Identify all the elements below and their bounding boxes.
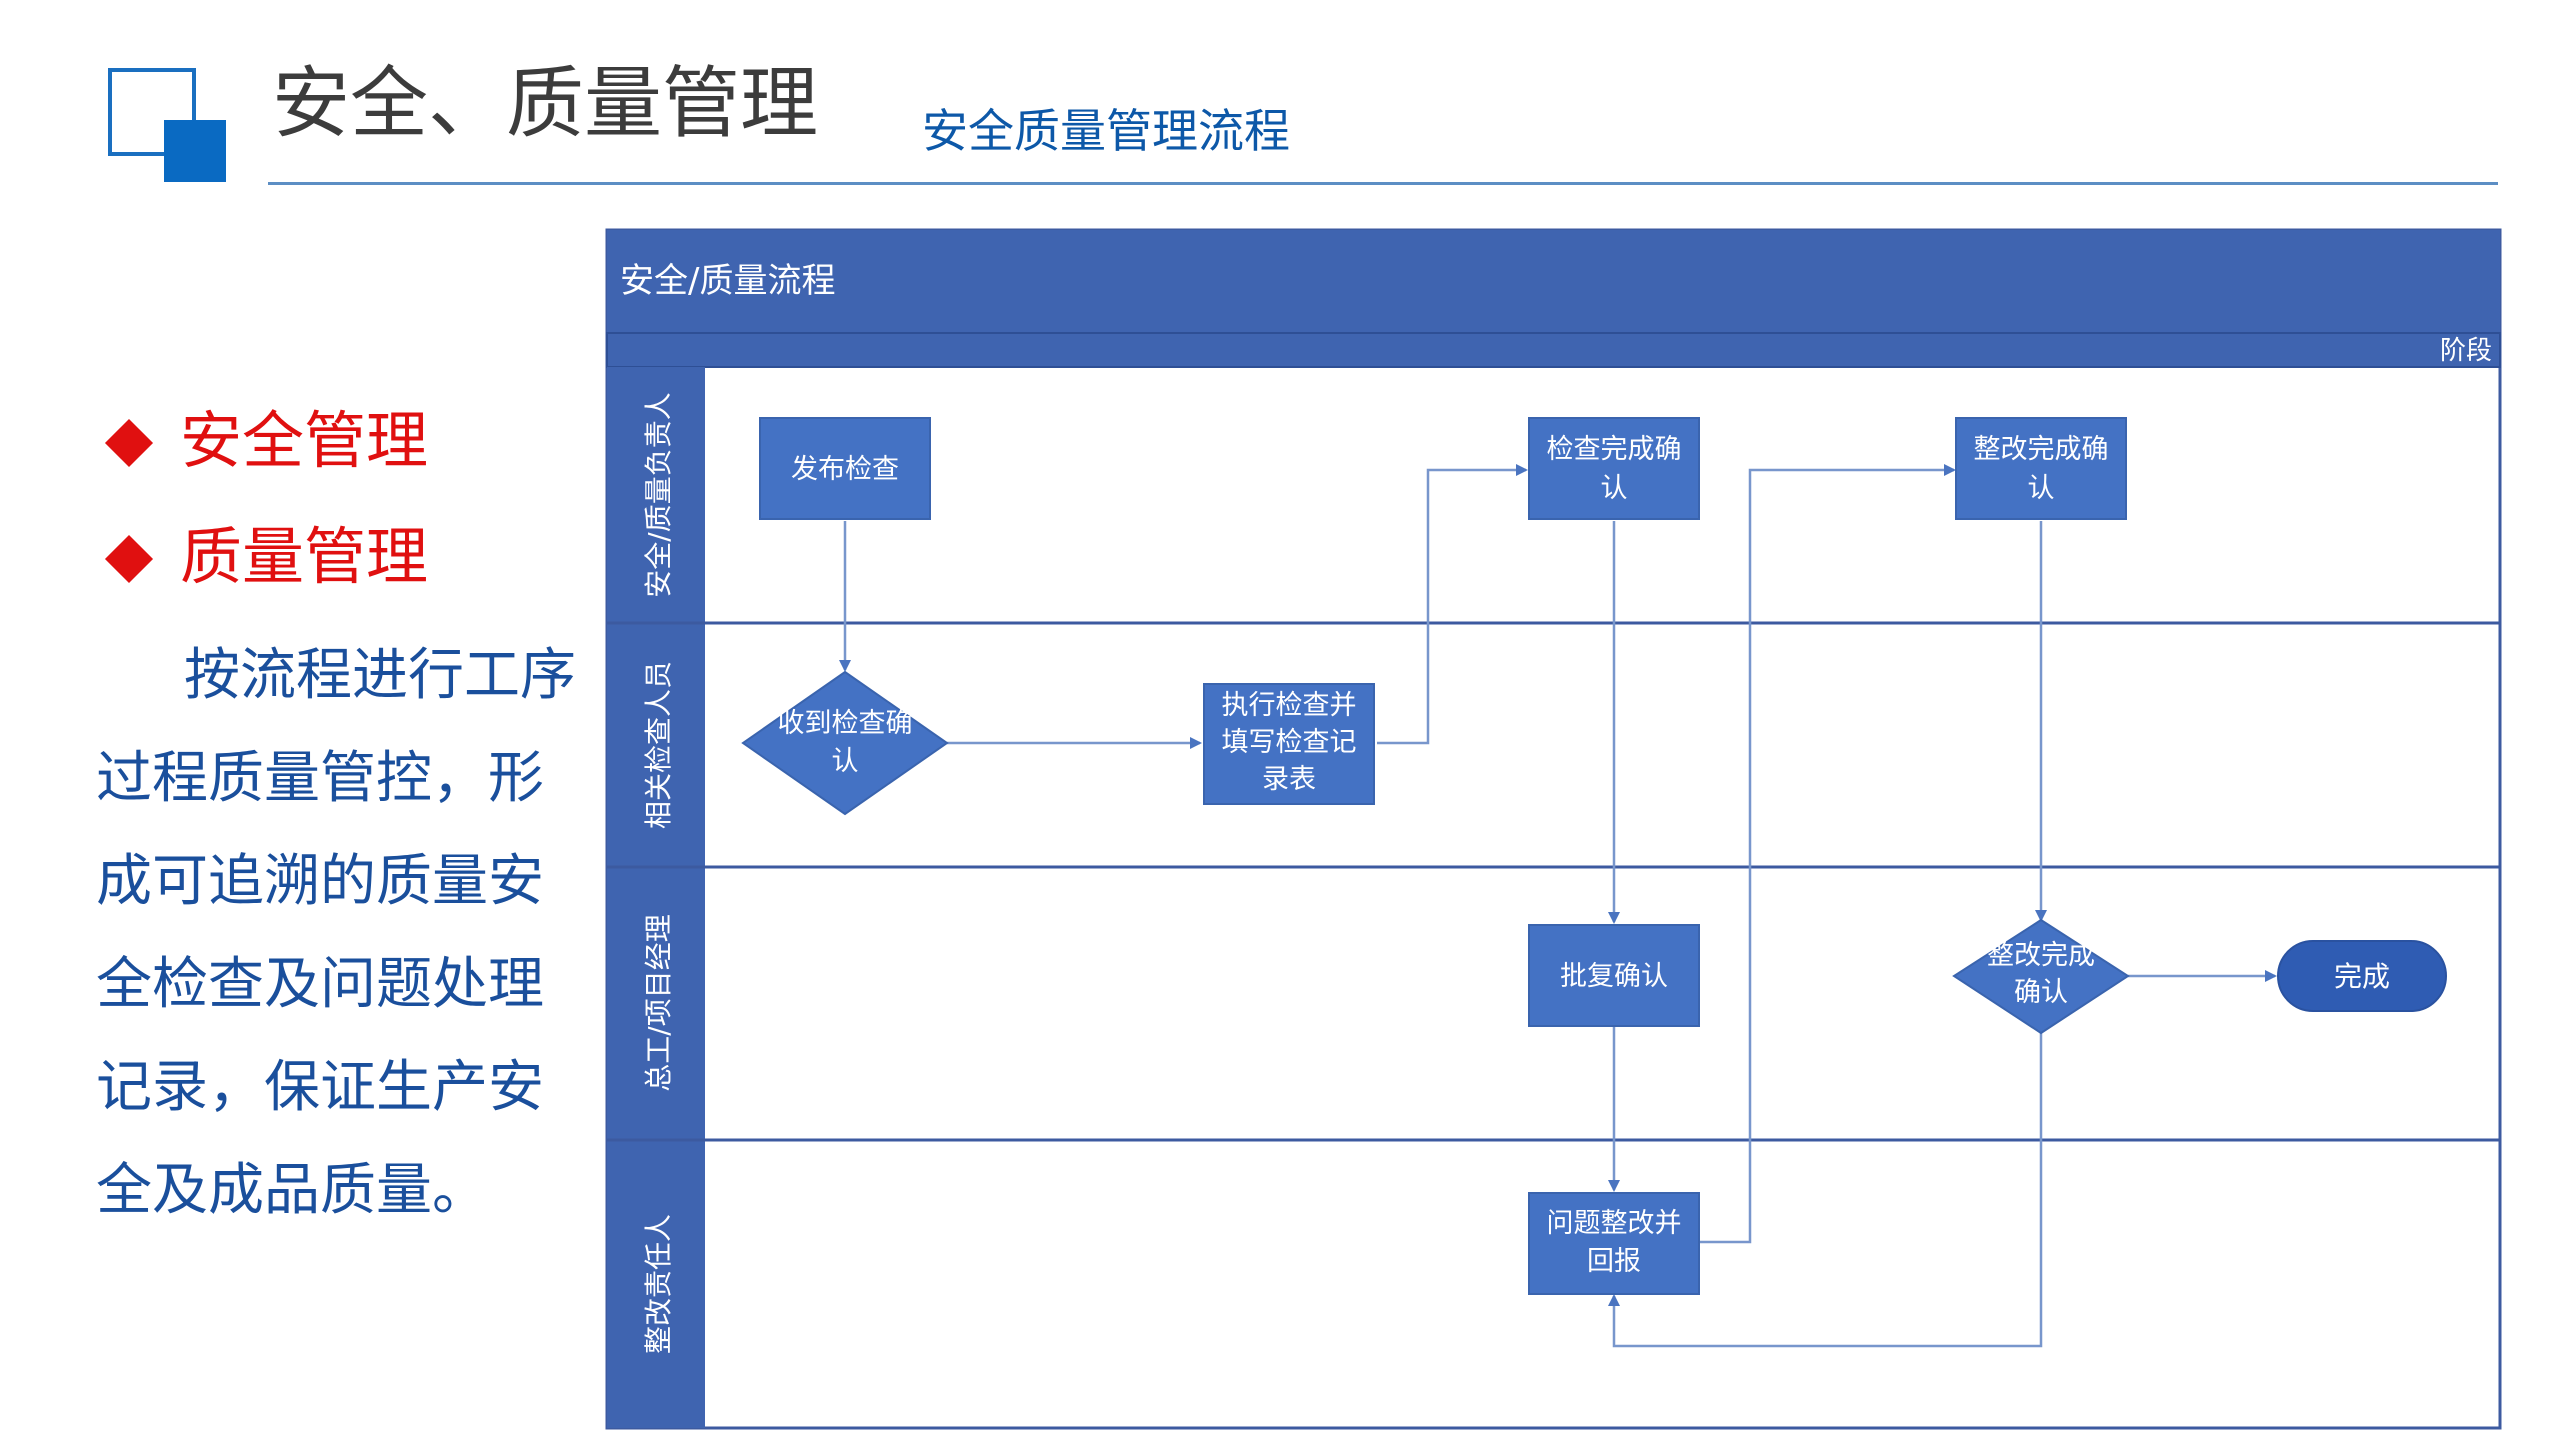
bullet-label: 质量管理 <box>180 520 429 593</box>
phase-label: 阶段 <box>2440 336 2492 366</box>
flowchart-title: 安全/质量流程 <box>620 261 835 301</box>
phase-bar <box>606 332 2501 368</box>
node-label: 收到检查确 <box>778 708 913 739</box>
node-label: 认 <box>2028 473 2055 504</box>
bullet-quality: 质量管理 <box>100 520 428 594</box>
node-label: 执行检查并 <box>1222 690 1357 721</box>
node-label: 发布检查 <box>791 454 899 485</box>
node-finish <box>2277 940 2447 1012</box>
node-label: 整改完成 <box>1987 940 2095 971</box>
logo-filled-square <box>164 120 226 182</box>
lane-header-column <box>607 367 705 1428</box>
node-label: 问题整改并 <box>1547 1208 1682 1239</box>
lane-label-rectifier: 整改责任人 <box>642 1214 675 1354</box>
node-check-complete <box>1528 417 1700 520</box>
page-title: 安全、质量管理 <box>272 59 819 149</box>
arrow-rectify-to-rectifydone <box>1700 464 1956 1244</box>
node-execute-inspection <box>1203 683 1375 805</box>
lane-label-inspectors: 相关检查人员 <box>642 661 675 829</box>
description-text: 按流程进行工序过程质量管控，形成可追溯的质量安全检查及问题处理记录，保证生产安全… <box>96 643 576 1223</box>
node-label: 整改完成确 <box>1974 434 2109 465</box>
section-logo-icon <box>108 68 226 182</box>
header-divider <box>268 182 2498 185</box>
node-rectify-report <box>1528 1192 1700 1295</box>
node-publish-inspection <box>759 417 931 520</box>
bullet-label: 安全管理 <box>180 404 429 477</box>
node-label: 批复确认 <box>1560 961 1668 992</box>
arrow-execute-to-checkdone <box>1377 464 1528 745</box>
bullet-safety: 安全管理 <box>100 404 428 478</box>
node-receive-confirm <box>741 670 949 816</box>
node-label: 填写检查记 <box>1222 727 1357 758</box>
node-approve-confirm <box>1528 924 1700 1027</box>
node-label: 检查完成确 <box>1547 434 1682 465</box>
node-label: 完成 <box>2334 960 2390 993</box>
node-rectify-complete <box>1955 417 2127 520</box>
flowchart-title-bar <box>607 230 2500 333</box>
node-label: 录表 <box>1262 764 1316 795</box>
arrow-confirm-back-to-rectify <box>1608 1033 2043 1348</box>
node-label: 确认 <box>2014 977 2068 1008</box>
lane-label-chief-engineer: 总工/项目经理 <box>642 914 675 1091</box>
node-label: 认 <box>1601 473 1628 504</box>
lane-label-safety-lead: 安全/质量负责人 <box>642 392 675 597</box>
page-subtitle: 安全质量管理流程 <box>922 104 1290 158</box>
node-label: 认 <box>832 746 859 777</box>
node-label: 回报 <box>1587 1246 1641 1277</box>
node-rectify-confirm <box>1952 918 2130 1035</box>
logo-outline-square <box>108 68 196 156</box>
